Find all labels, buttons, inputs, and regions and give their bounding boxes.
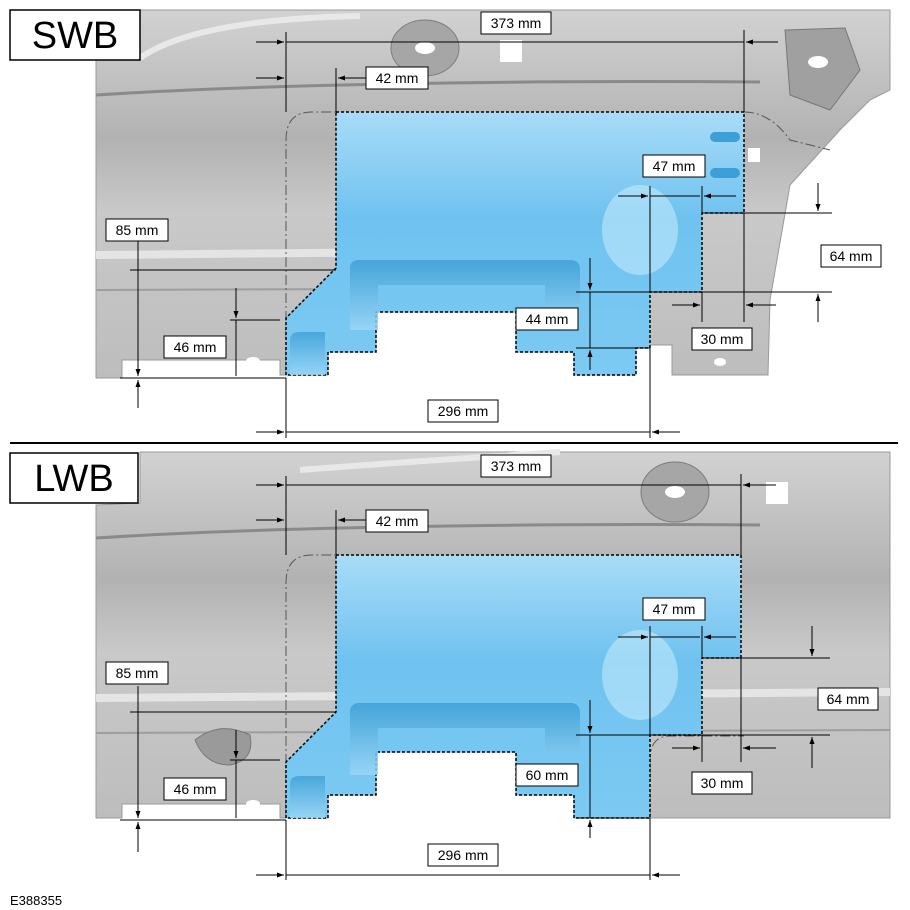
lwb-title-box [9,452,139,504]
lwb-diagram: 373 mm 42 mm 47 mm 64 mm 30 mm 85 mm 46 … [9,449,891,880]
swb-dim-46: 46 mm [174,339,217,355]
swb-dim-296: 296 mm [438,403,489,419]
lwb-slot [766,482,788,504]
swb-dimension-labels: 373 mm 42 mm 47 mm 64 mm 30 mm 85 mm 46 … [105,11,882,423]
lwb-dim-47: 47 mm [653,601,696,617]
swb-pressing-left [290,332,325,375]
swb-pressing [350,260,580,330]
swb-slot-patch-a [710,132,740,142]
lwb-pressing [350,703,580,775]
lwb-title: LWB [34,458,114,500]
swb-dim-44: 44 mm [526,311,569,327]
swb-cut-outline-left [285,111,336,375]
lwb-dim-46: 46 mm [174,781,217,797]
swb-dim-85: 85 mm [116,222,159,238]
swb-dim-47: 47 mm [653,158,696,174]
swb-title-box [9,9,141,61]
swb-hole-left [246,357,260,365]
swb-slot [500,40,522,62]
swb-diagram: 373 mm 42 mm 47 mm 64 mm 30 mm 85 mm 46 … [9,9,891,438]
swb-hole-right [714,358,726,366]
swb-dim-373: 373 mm [491,15,542,31]
figure-id: E388355 [10,893,62,908]
lwb-arch [299,449,561,473]
lwb-dimension-labels: 373 mm 42 mm 47 mm 64 mm 30 mm 85 mm 46 … [105,454,879,867]
lwb-boss-hole [665,486,685,498]
lwb-dim-296: 296 mm [438,847,489,863]
swb-dimension-lines [120,30,832,438]
lwb-glare [602,630,678,720]
swb-dim-64: 64 mm [830,248,873,264]
swb-arch [138,13,361,61]
lwb-cut-outline-left [285,554,336,818]
lwb-dim-42: 42 mm [376,513,419,529]
swb-glare [602,185,678,275]
swb-title: SWB [32,15,119,57]
lwb-dimension-lines [120,474,830,880]
swb-dim-30: 30 mm [701,331,744,347]
lwb-dim-60: 60 mm [526,767,569,783]
swb-slot-patch-b [710,168,740,178]
swb-boss-right-hole [808,56,828,68]
lwb-dim-64: 64 mm [827,691,870,707]
swb-cut-outline-right [743,111,831,151]
swb-boss-right [784,27,861,111]
swb-slot-right [748,148,760,162]
lwb-dim-30: 30 mm [701,775,744,791]
swb-boss-left-hole [415,42,435,54]
lwb-hole-left [246,800,260,808]
lwb-dim-85: 85 mm [116,665,159,681]
lwb-dim-373: 373 mm [491,458,542,474]
swb-dim-42: 42 mm [376,70,419,86]
lwb-pressing-left [290,776,325,818]
